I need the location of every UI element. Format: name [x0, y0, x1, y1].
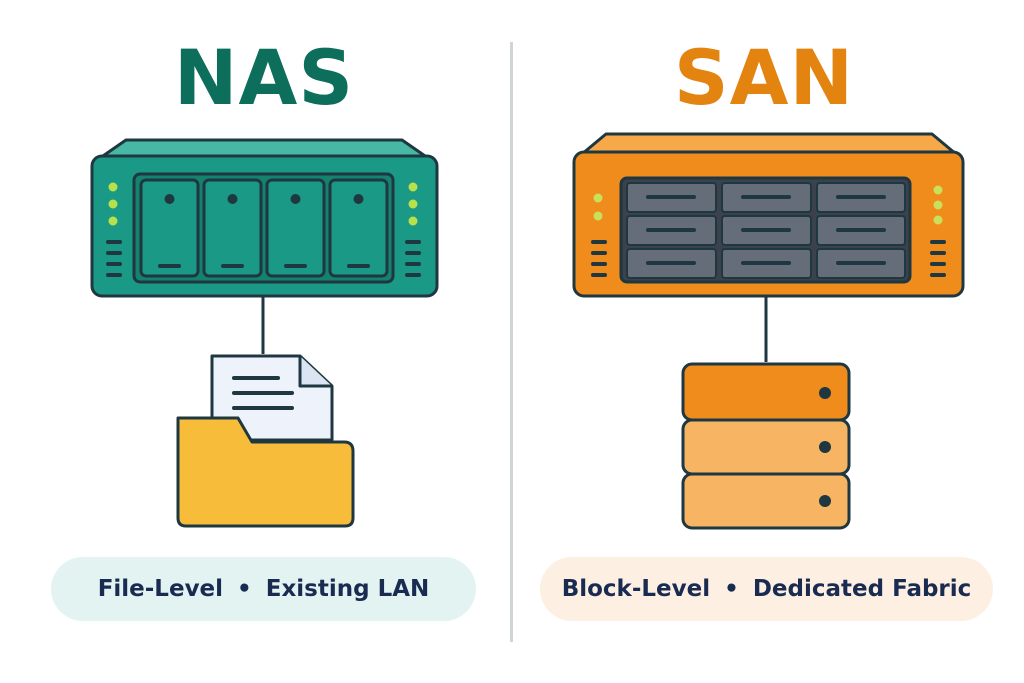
nas-caption: File-Level • Existing LAN — [51, 557, 476, 621]
nas-drive-bay-2 — [202, 178, 263, 278]
nas-title: NAS — [173, 33, 355, 122]
san-caption-right: Dedicated Fabric — [752, 576, 972, 602]
san-caption-separator: • — [724, 576, 739, 602]
nas-caption-separator: • — [237, 576, 252, 602]
san-caption-left: Block-Level — [561, 576, 711, 602]
san-caption: Block-Level • Dedicated Fabric — [540, 557, 993, 621]
nas-drive-bay-1 — [139, 178, 200, 278]
san-drive-grid — [626, 182, 906, 279]
san-title: SAN — [673, 33, 855, 122]
nas-drive-bay-3 — [265, 178, 326, 278]
center-divider — [510, 42, 513, 642]
nas-drive-bay-4 — [328, 178, 389, 278]
folder-icon — [176, 416, 355, 528]
nas-caption-right: Existing LAN — [265, 576, 430, 602]
nas-device-icon — [90, 138, 439, 298]
document-icon — [210, 354, 334, 442]
nas-caption-left: File-Level — [97, 576, 224, 602]
san-device-icon — [572, 132, 965, 298]
block-storage-icon — [681, 362, 851, 530]
